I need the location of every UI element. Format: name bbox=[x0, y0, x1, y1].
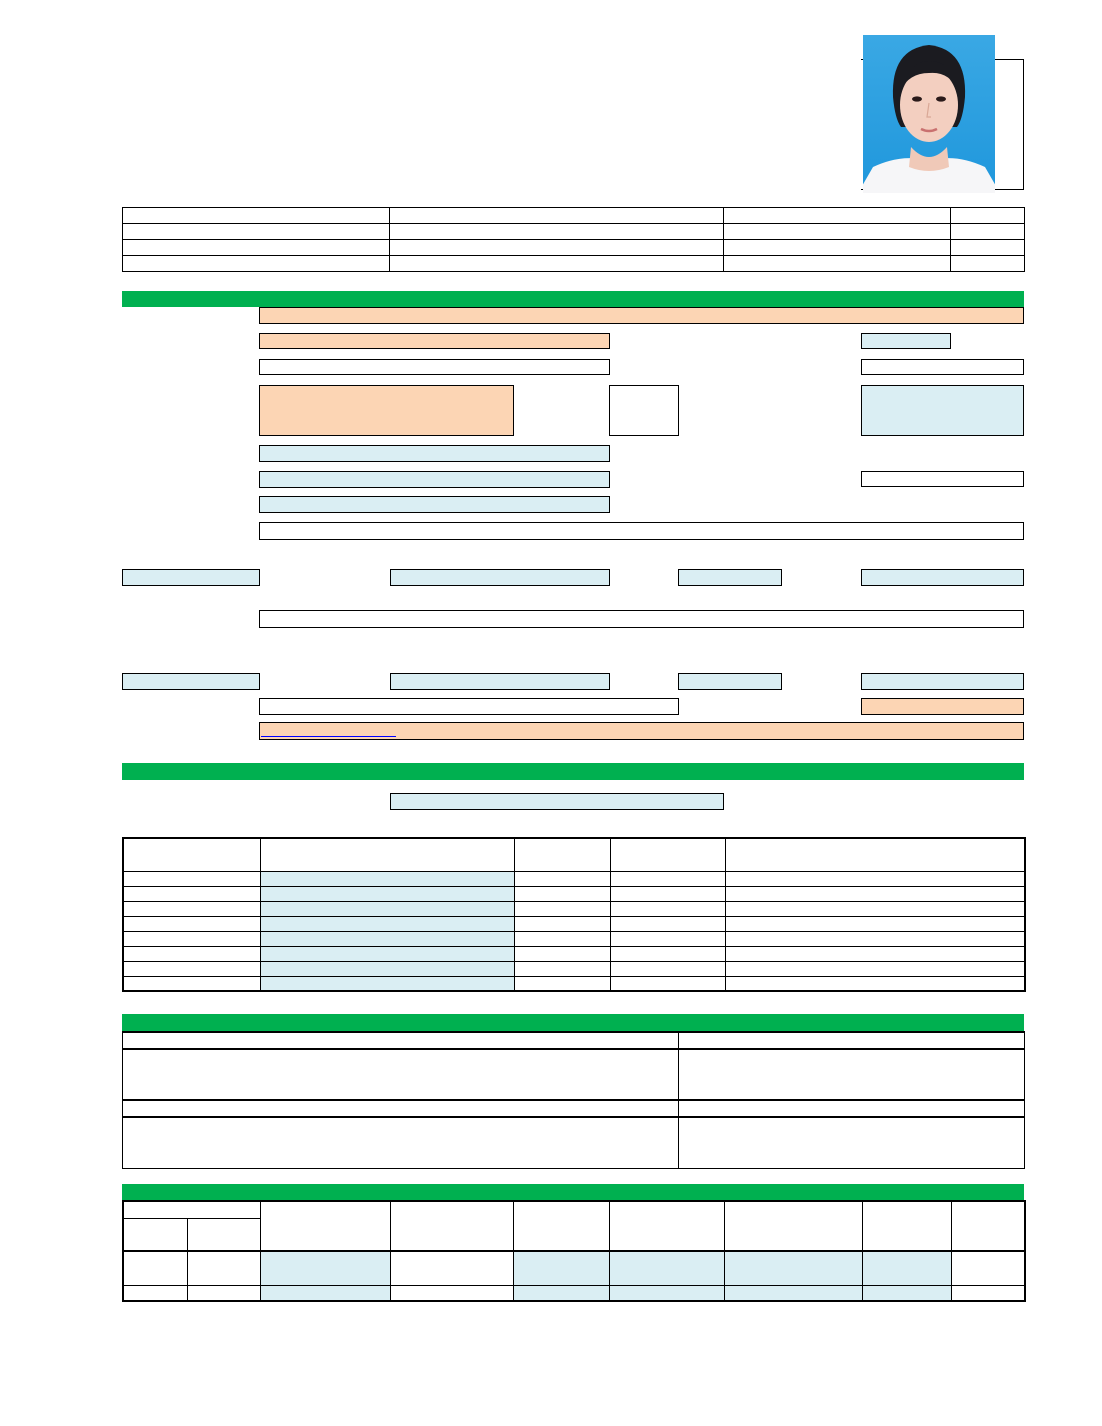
table-header-cell bbox=[512, 1200, 610, 1252]
header-cell bbox=[950, 207, 1025, 224]
current-province-field[interactable] bbox=[861, 673, 1024, 690]
table-header-cell bbox=[389, 1200, 514, 1252]
header-info-grid bbox=[122, 207, 1025, 272]
section-bar-work-experience bbox=[122, 1184, 1024, 1200]
email-field[interactable] bbox=[259, 722, 1024, 740]
current-address-field[interactable] bbox=[259, 610, 1024, 628]
section-bar-skills bbox=[122, 1014, 1024, 1031]
mobile-field[interactable] bbox=[861, 698, 1024, 715]
table-header-cell bbox=[861, 1200, 952, 1252]
skills-header-cell bbox=[678, 1031, 1025, 1050]
header-cell bbox=[950, 255, 1025, 272]
header-cell bbox=[122, 223, 390, 240]
address-district-field[interactable] bbox=[678, 569, 782, 586]
nationality-field[interactable] bbox=[861, 359, 1024, 375]
id-issue-place-field[interactable] bbox=[861, 385, 1024, 436]
header-cell bbox=[389, 223, 724, 240]
table-row[interactable] bbox=[122, 915, 1026, 932]
table-row[interactable] bbox=[122, 975, 1026, 992]
table-header-cell bbox=[609, 837, 726, 872]
table-row[interactable] bbox=[122, 930, 1026, 947]
table-row[interactable] bbox=[122, 870, 1026, 887]
email-link-underline[interactable] bbox=[261, 736, 396, 737]
current-ward-field[interactable] bbox=[390, 673, 610, 690]
table-row[interactable] bbox=[122, 945, 1026, 962]
skills-header-cell bbox=[122, 1099, 679, 1118]
table-header-cell bbox=[724, 837, 1026, 872]
header-cell bbox=[950, 239, 1025, 256]
header-cell bbox=[723, 255, 951, 272]
header-cell bbox=[389, 239, 724, 256]
skills-content-cell[interactable] bbox=[678, 1048, 1025, 1101]
table-row[interactable] bbox=[122, 900, 1026, 917]
from-header-cell bbox=[122, 1217, 188, 1252]
address-ward-field[interactable] bbox=[390, 569, 610, 586]
skills-content-cell[interactable] bbox=[122, 1116, 679, 1169]
skills-header-cell bbox=[122, 1031, 679, 1050]
header-cell bbox=[122, 255, 390, 272]
birth-place-field[interactable] bbox=[259, 359, 610, 375]
table-row[interactable] bbox=[122, 1284, 1026, 1302]
table-header-cell bbox=[608, 1200, 725, 1252]
period-header-cell bbox=[122, 1200, 261, 1219]
current-house-number-field[interactable] bbox=[122, 673, 260, 690]
table-header-cell bbox=[259, 837, 515, 872]
education-table-header-row bbox=[122, 837, 1026, 872]
to-header-cell bbox=[186, 1217, 261, 1252]
phone-field[interactable] bbox=[259, 698, 679, 715]
id-card-field[interactable] bbox=[259, 385, 514, 436]
table-header-cell bbox=[723, 1200, 863, 1252]
table-header-cell bbox=[259, 1200, 391, 1252]
table-row[interactable] bbox=[122, 885, 1026, 902]
skills-content-cell[interactable] bbox=[122, 1048, 679, 1101]
education-level-field[interactable] bbox=[390, 793, 724, 810]
current-district-field[interactable] bbox=[678, 673, 782, 690]
work-experience-table bbox=[122, 1200, 1026, 1302]
header-cell bbox=[122, 239, 390, 256]
table-row[interactable] bbox=[122, 960, 1026, 977]
id-issue-date-field[interactable] bbox=[609, 385, 679, 436]
gender-field[interactable] bbox=[861, 333, 951, 349]
header-cell bbox=[723, 239, 951, 256]
skills-header-cell bbox=[678, 1099, 1025, 1118]
table-header-cell bbox=[122, 837, 261, 872]
ethnicity-field[interactable] bbox=[259, 445, 610, 462]
portrait-photo[interactable] bbox=[863, 35, 995, 193]
table-header-cell bbox=[950, 1200, 1026, 1252]
header-cell bbox=[389, 207, 724, 224]
address-house-number-field[interactable] bbox=[122, 569, 260, 586]
permanent-address-field[interactable] bbox=[259, 522, 1024, 540]
header-cell bbox=[723, 223, 951, 240]
section-bar-personal-info bbox=[122, 291, 1024, 307]
table-row[interactable] bbox=[122, 1250, 1026, 1286]
skills-content-cell[interactable] bbox=[678, 1116, 1025, 1169]
header-cell bbox=[122, 207, 390, 224]
section-bar-education bbox=[122, 763, 1024, 780]
table-header-cell bbox=[513, 837, 611, 872]
birth-date-field[interactable] bbox=[259, 333, 610, 349]
header-cell bbox=[389, 255, 724, 272]
height-weight-field[interactable] bbox=[259, 496, 610, 513]
header-cell bbox=[950, 223, 1025, 240]
religion-field[interactable] bbox=[259, 471, 610, 488]
address-province-field[interactable] bbox=[861, 569, 1024, 586]
full-name-field[interactable] bbox=[259, 307, 1024, 324]
education-table bbox=[122, 837, 1026, 992]
marital-status-field[interactable] bbox=[861, 471, 1024, 487]
skills-table bbox=[122, 1031, 1025, 1169]
header-cell bbox=[723, 207, 951, 224]
portrait-photo-icon bbox=[863, 35, 995, 193]
